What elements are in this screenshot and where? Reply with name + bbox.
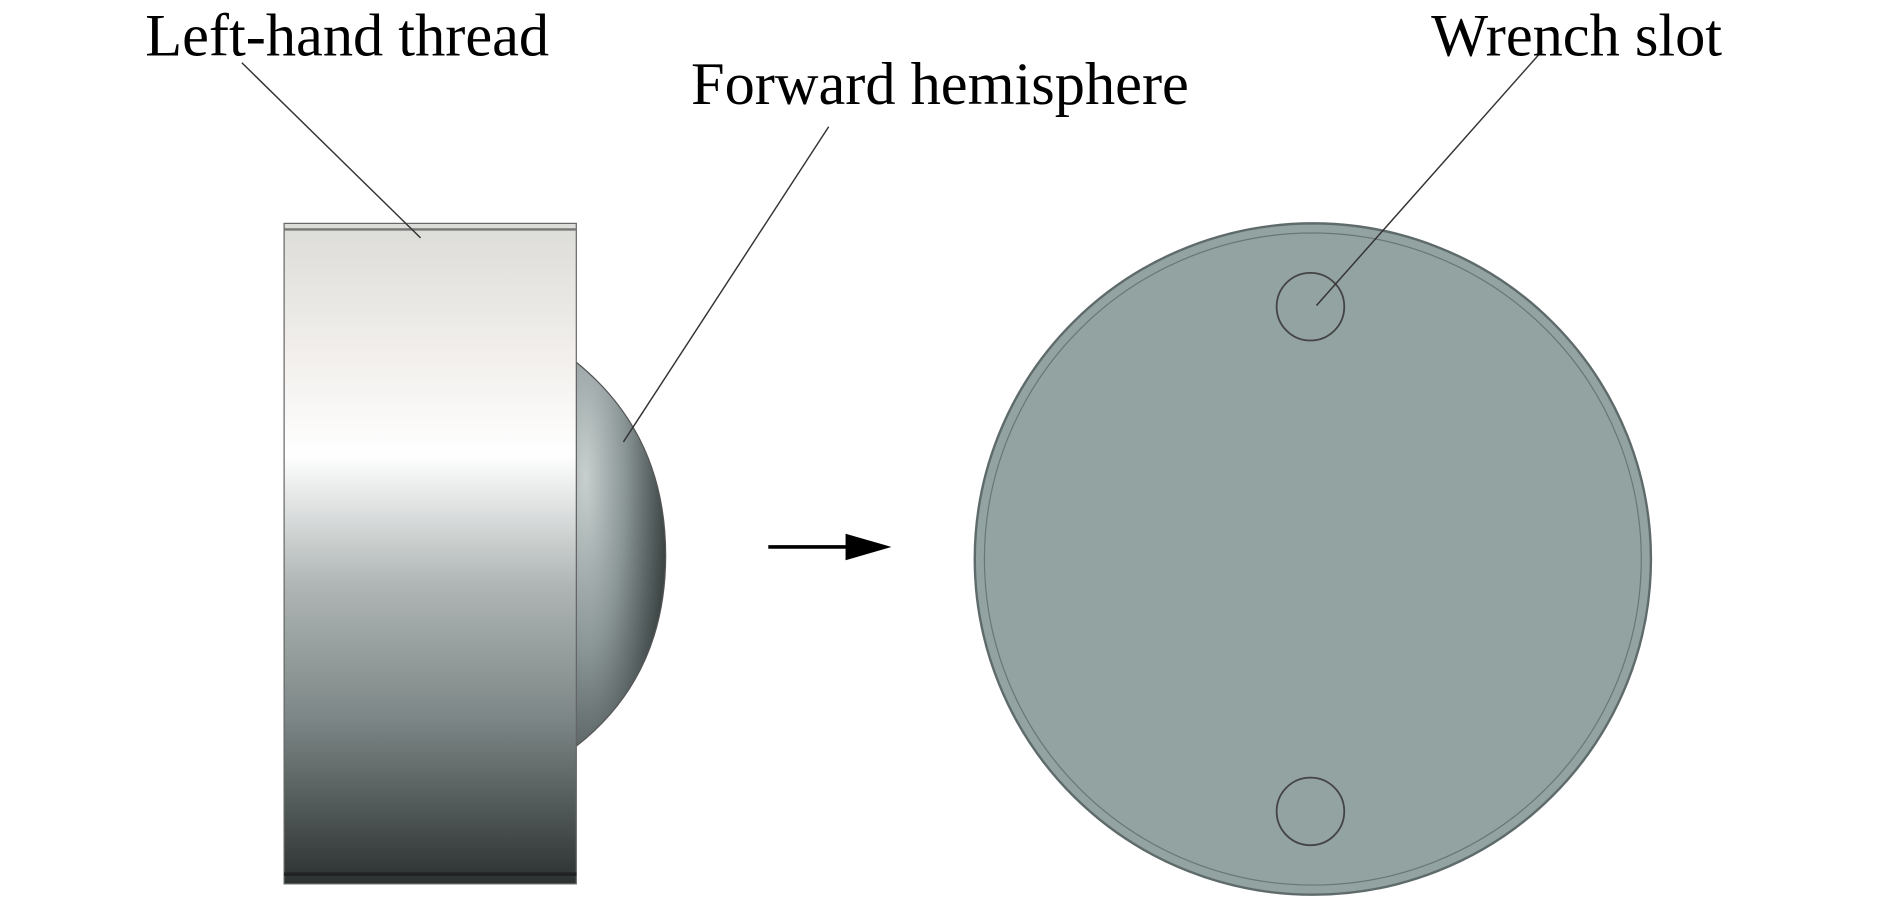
front-view <box>973 222 1653 896</box>
label-wrench-slot: Wrench slot <box>1431 3 1722 70</box>
leader-wrench-slot <box>1315 50 1543 306</box>
wrench-slot-top <box>1275 271 1346 342</box>
label-forward-hemisphere: Forward hemisphere <box>691 51 1189 118</box>
label-left-hand-thread: Left-hand thread <box>145 3 549 70</box>
side-view <box>283 222 667 885</box>
front-face-inner-edge <box>983 232 1642 886</box>
forward-hemisphere-shape <box>575 360 667 748</box>
arrow-right-icon <box>768 533 892 561</box>
front-face <box>973 222 1653 896</box>
cylinder-body <box>283 222 577 885</box>
leader-left-hand-thread <box>241 62 422 239</box>
leader-forward-hemisphere <box>622 126 830 443</box>
wrench-slot-bottom <box>1275 776 1346 847</box>
